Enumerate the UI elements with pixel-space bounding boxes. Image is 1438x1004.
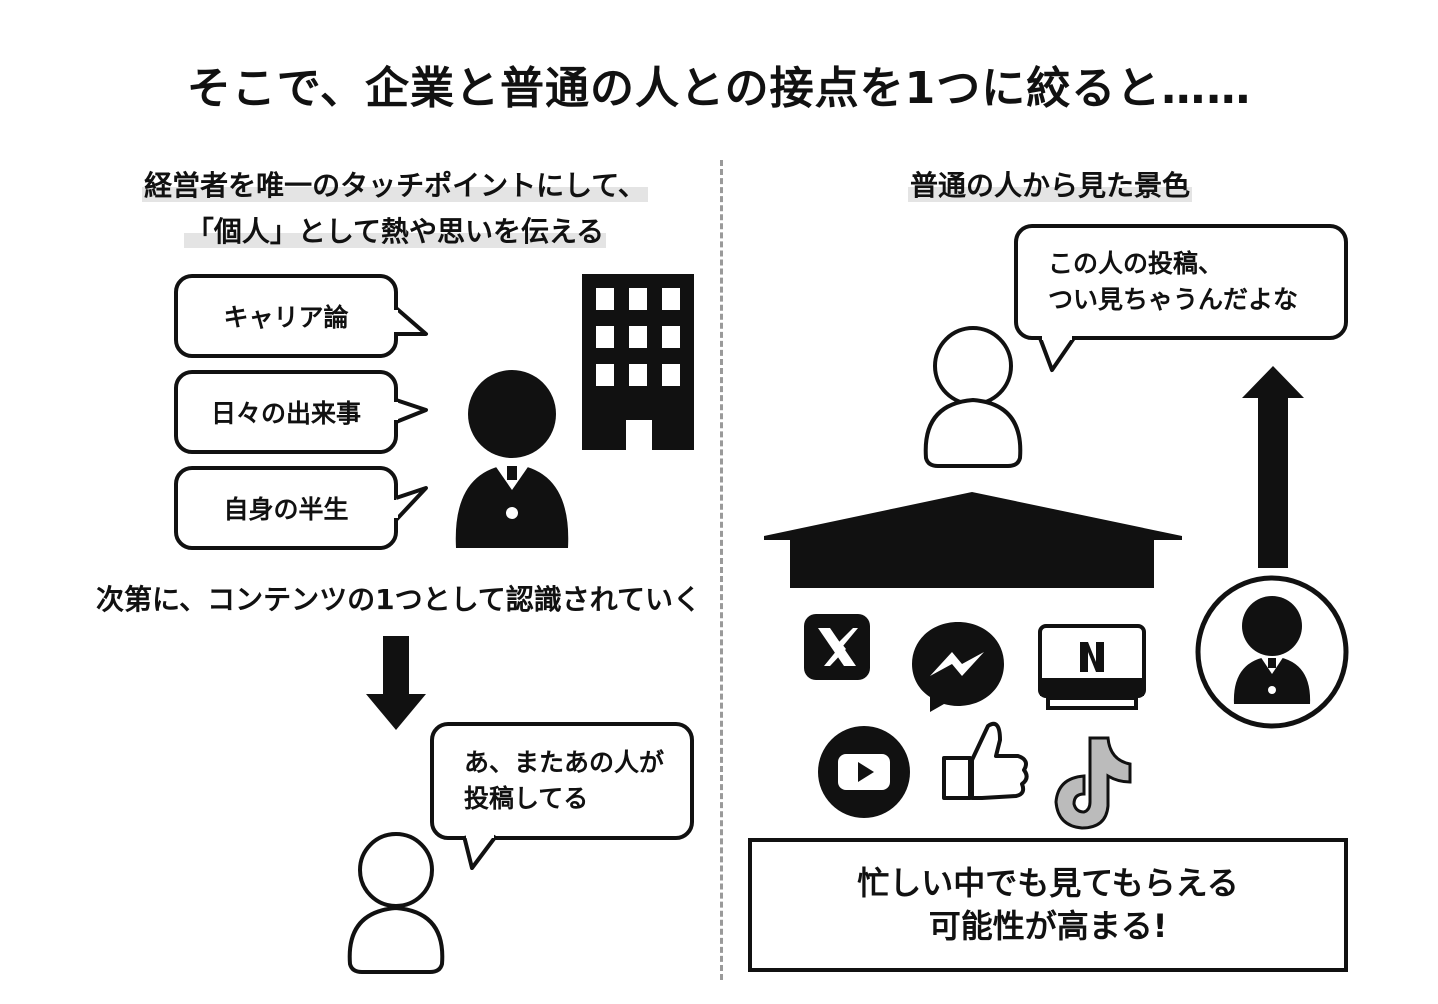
- viewer-person-icon: [923, 326, 1023, 468]
- bubble-daily-events-label: 日々の出来事: [210, 399, 361, 428]
- ordinary-person-icon: [347, 832, 445, 974]
- bubble-tails: [394, 306, 428, 522]
- up-arrow-icon: [1242, 366, 1304, 568]
- reaction-line1: あ、またあの人が: [464, 747, 665, 777]
- left-heading-line2: 「個人」として熱や思いを伝える: [183, 215, 607, 248]
- executive-person-icon: [455, 370, 569, 548]
- bubble-career: キャリア論: [174, 274, 398, 358]
- result-line2: 可能性が高まる!: [928, 907, 1168, 945]
- thought-line1: この人の投稿、: [1048, 248, 1224, 278]
- messenger-icon: [912, 622, 1004, 712]
- bubble-daily-events: 日々の出来事: [174, 370, 398, 454]
- right-heading: 普通の人から見た景色: [760, 164, 1340, 204]
- down-arrow-icon: [366, 636, 426, 730]
- thumbs-up-icon: [942, 721, 1029, 800]
- left-heading: 経営者を唯一のタッチポイントにして、 「個人」として熱や思いを伝える: [60, 164, 730, 250]
- tiktok-icon: [1054, 736, 1132, 830]
- thought-line2: つい見ちゃうんだよな: [1048, 285, 1299, 314]
- result-line1: 忙しい中でも見てもらえる: [857, 863, 1239, 902]
- reaction-bubble: あ、またあの人が 投稿してる: [430, 722, 694, 840]
- executive-avatar-icon: [1195, 575, 1349, 729]
- bubble-life-story-label: 自身の半生: [223, 495, 349, 524]
- reaction-line2: 投稿してる: [464, 784, 589, 813]
- page-title: そこで、企業と普通の人との接点を1つに絞ると……: [186, 63, 1252, 114]
- netflix-tv-icon: [1038, 624, 1146, 710]
- x-icon: [804, 614, 870, 680]
- office-building-icon: [582, 274, 694, 450]
- bubble-life-story: 自身の半生: [174, 466, 398, 550]
- youtube-icon: [818, 726, 910, 818]
- right-heading-text: 普通の人から見た景色: [907, 169, 1192, 202]
- bubble-career-label: キャリア論: [223, 303, 349, 332]
- result-box: 忙しい中でも見てもらえる 可能性が高まる!: [748, 838, 1348, 972]
- center-divider: [720, 160, 723, 980]
- left-heading-line1: 経営者を唯一のタッチポイントにして、: [142, 169, 648, 202]
- roof-barrier-icon: [764, 492, 1182, 588]
- left-caption: 次第に、コンテンツの1つとして認識されていく: [96, 583, 701, 616]
- thought-bubble: この人の投稿、 つい見ちゃうんだよな: [1014, 224, 1348, 340]
